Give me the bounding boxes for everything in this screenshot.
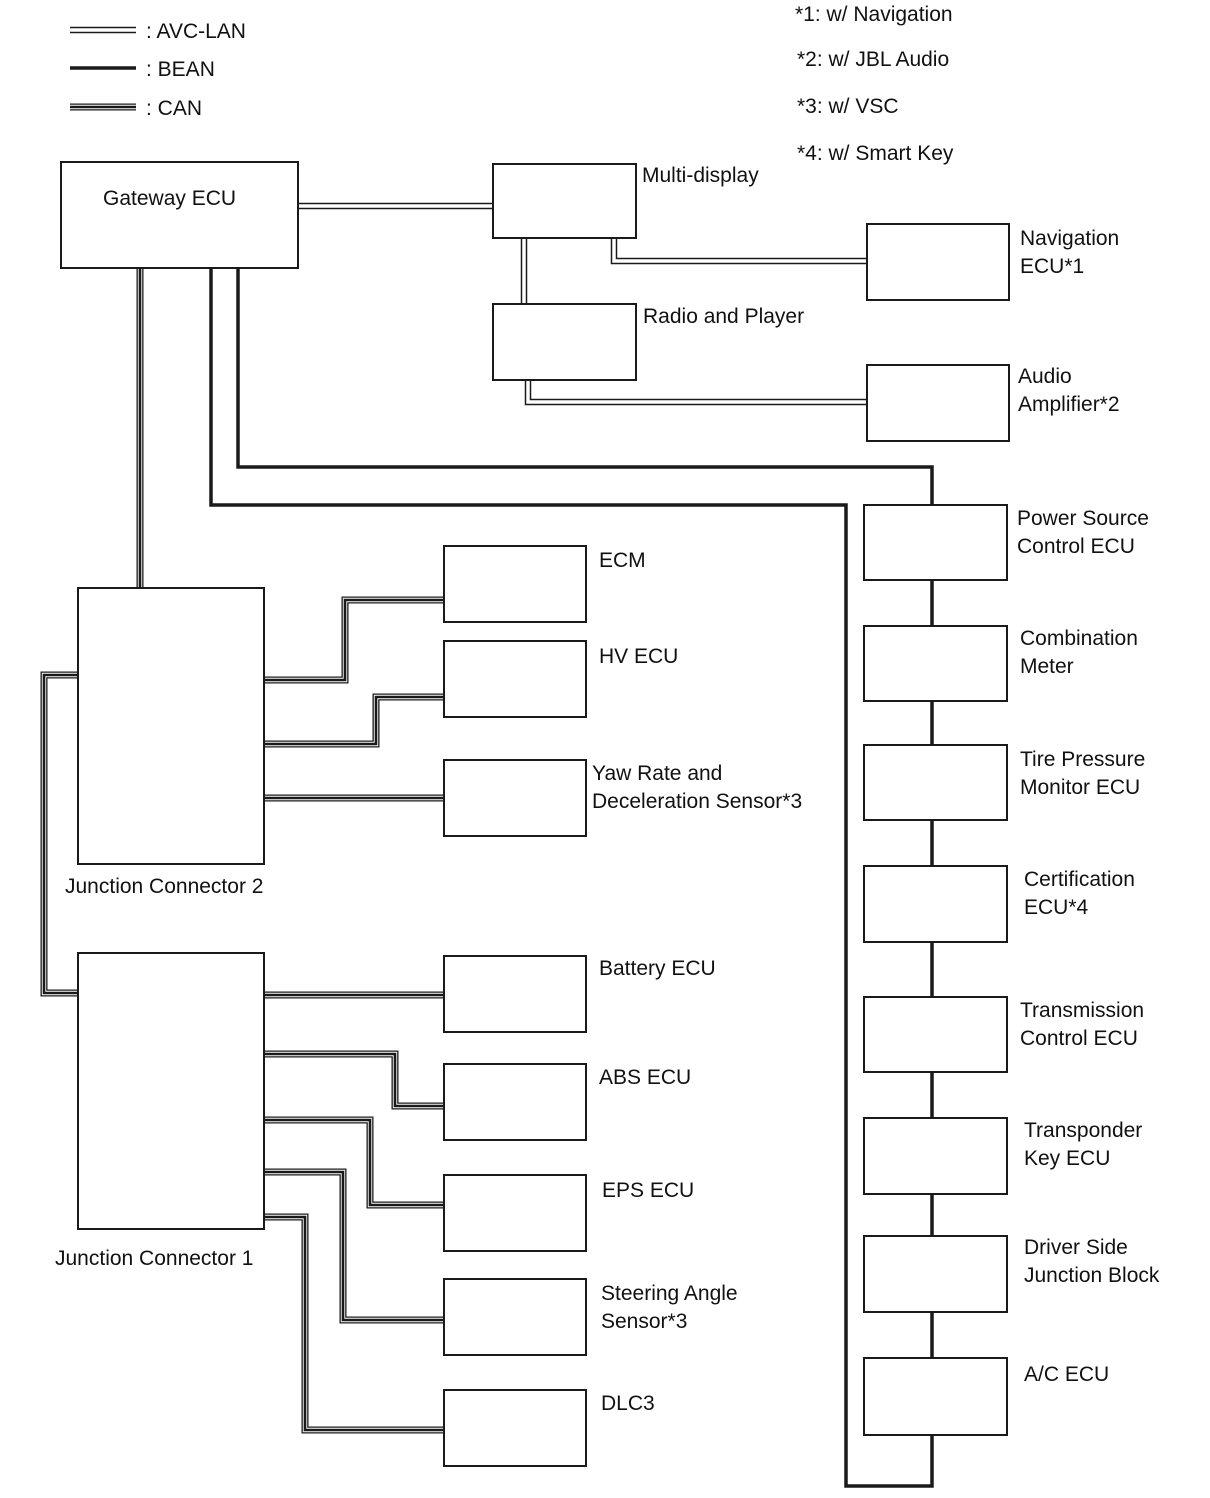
connections [40, 202, 934, 1488]
gateway-ecu-label: Gateway ECU [103, 187, 236, 210]
node-power-source-control-ecu: Power Source Control ECU [863, 504, 1149, 581]
transponder-label-1: Transponder [1024, 1119, 1142, 1142]
can-jc1-eps [264, 1116, 444, 1209]
junction-connector-1-label: Junction Connector 1 [55, 1247, 253, 1270]
legend-bean: : BEAN [70, 58, 215, 81]
can-jc2-ecm [264, 596, 444, 684]
can-jc2-jc1 [40, 671, 78, 997]
legend-can: : CAN [70, 97, 202, 120]
legend: : AVC-LAN : BEAN : CAN [70, 20, 246, 120]
note-smart-key: *4: w/ Smart Key [797, 142, 954, 165]
yaw-rate-label-2: Deceleration Sensor*3 [592, 790, 802, 813]
node-driver-side-junction-block: Driver Side Junction Block [863, 1235, 1160, 1313]
navigation-ecu-label-1: Navigation [1020, 227, 1119, 250]
legend-bean-label: : BEAN [146, 58, 215, 81]
avc-radio-amplifier [524, 380, 867, 406]
transmission-label-2: Control ECU [1020, 1027, 1138, 1050]
node-yaw-rate-sensor: Yaw Rate and Deceleration Sensor*3 [443, 759, 802, 837]
combination-meter-label-2: Meter [1020, 655, 1074, 678]
combination-meter-label-1: Combination [1020, 627, 1138, 650]
transmission-label-1: Transmission [1020, 999, 1144, 1022]
steering-angle-label-2: Sensor*3 [601, 1310, 687, 1333]
avc-multi-display-navigation [610, 238, 867, 265]
battery-ecu-label: Battery ECU [599, 957, 716, 980]
node-combination-meter: Combination Meter [863, 625, 1138, 702]
certification-label-2: ECU*4 [1024, 896, 1089, 919]
legend-avc-lan-label: : AVC-LAN [146, 20, 246, 43]
multi-display-label: Multi-display [642, 164, 759, 187]
legend-avc-lan: : AVC-LAN [70, 20, 246, 43]
node-steering-angle-sensor: Steering Angle Sensor*3 [443, 1278, 738, 1356]
node-gateway-ecu: Gateway ECU [60, 161, 299, 269]
note-jbl-audio: *2: w/ JBL Audio [797, 48, 949, 71]
junction-block-label-2: Junction Block [1024, 1264, 1160, 1287]
power-source-label-1: Power Source [1017, 507, 1149, 530]
option-notes: *1: w/ Navigation *2: w/ JBL Audio *3: w… [795, 3, 954, 165]
tire-pressure-label-1: Tire Pressure [1020, 748, 1145, 771]
node-dlc3: DLC3 [443, 1389, 655, 1467]
navigation-ecu-label-2: ECU*1 [1020, 255, 1084, 278]
transponder-label-2: Key ECU [1024, 1147, 1110, 1170]
abs-ecu-label: ABS ECU [599, 1066, 691, 1089]
bean-gateway-body-bus [209, 268, 934, 1488]
node-abs-ecu: ABS ECU [443, 1063, 691, 1141]
node-battery-ecu: Battery ECU [443, 955, 716, 1033]
junction-connector-2-label: Junction Connector 2 [65, 875, 263, 898]
node-tire-pressure-monitor-ecu: Tire Pressure Monitor ECU [863, 744, 1145, 821]
audio-amplifier-label-1: Audio [1018, 365, 1072, 388]
node-navigation-ecu: Navigation ECU*1 [866, 223, 1119, 301]
node-ac-ecu: A/C ECU [863, 1357, 1109, 1436]
audio-amplifier-label-2: Amplifier*2 [1018, 393, 1120, 416]
node-radio-and-player: Radio and Player [492, 303, 804, 381]
bean-gateway-power-source [236, 268, 934, 505]
ecm-label: ECM [599, 549, 646, 572]
junction-block-label-1: Driver Side [1024, 1236, 1128, 1259]
can-jc2-hv [264, 693, 444, 748]
hv-ecu-label: HV ECU [599, 645, 678, 668]
node-junction-connector-1: Junction Connector 1 [55, 952, 265, 1270]
node-multi-display: Multi-display [492, 163, 759, 239]
dlc3-label: DLC3 [601, 1392, 655, 1415]
node-transmission-control-ecu: Transmission Control ECU [863, 996, 1144, 1073]
note-navigation: *1: w/ Navigation [795, 3, 953, 26]
yaw-rate-label-1: Yaw Rate and [592, 762, 722, 785]
node-audio-amplifier: Audio Amplifier*2 [866, 364, 1120, 442]
note-vsc: *3: w/ VSC [797, 95, 899, 118]
tire-pressure-label-2: Monitor ECU [1020, 776, 1140, 799]
certification-label-1: Certification [1024, 868, 1135, 891]
legend-can-label: : CAN [146, 97, 202, 120]
node-certification-ecu: Certification ECU*4 [863, 865, 1135, 943]
node-junction-connector-2: Junction Connector 2 [65, 587, 265, 898]
node-transponder-key-ecu: Transponder Key ECU [863, 1117, 1142, 1195]
can-jc1-dlc3 [264, 1213, 444, 1434]
radio-and-player-label: Radio and Player [643, 305, 804, 328]
node-hv-ecu: HV ECU [443, 640, 678, 718]
node-eps-ecu: EPS ECU [443, 1174, 694, 1252]
node-ecm: ECM [443, 545, 646, 623]
can-jc1-abs [264, 1050, 444, 1110]
eps-ecu-label: EPS ECU [602, 1179, 694, 1202]
steering-angle-label-1: Steering Angle [601, 1282, 738, 1305]
nodes: Gateway ECU Multi-display Navigation ECU… [55, 161, 1160, 1467]
power-source-label-2: Control ECU [1017, 535, 1135, 558]
ac-ecu-label: A/C ECU [1024, 1363, 1109, 1386]
can-jc1-steering [264, 1168, 444, 1324]
